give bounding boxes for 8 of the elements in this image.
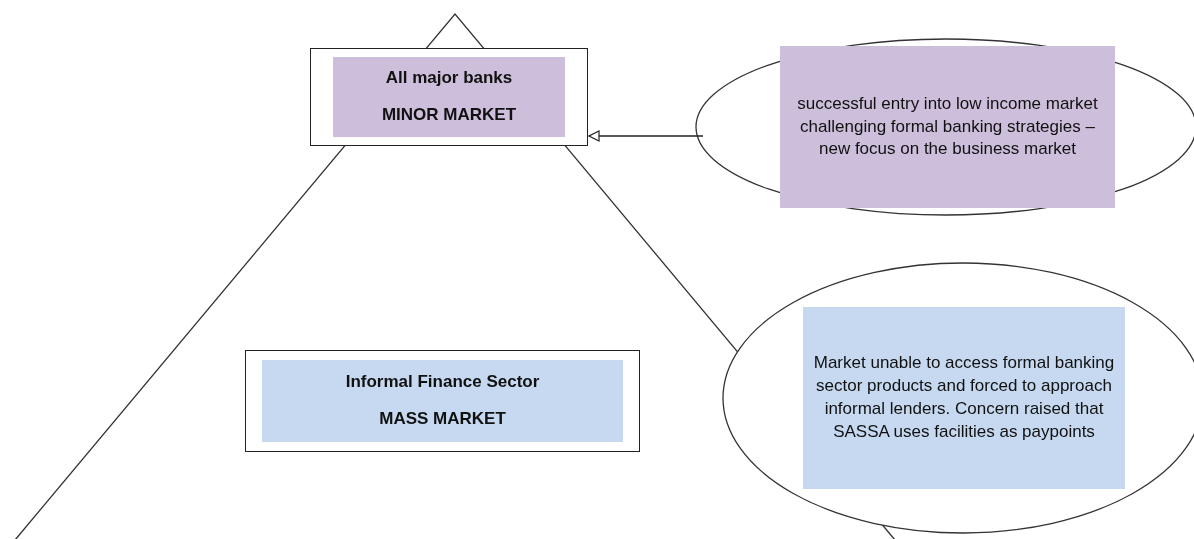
callout-text: successful entry into low income market challenging formal banking strategies – new focus on the business market bbox=[796, 92, 1099, 161]
box-label: MINOR MARKET bbox=[381, 104, 517, 126]
arrow bbox=[588, 130, 704, 142]
box-heading: All major banks bbox=[385, 67, 513, 90]
text-box bbox=[245, 350, 640, 452]
box-heading: Informal Finance Sector bbox=[345, 371, 540, 394]
box-label: MASS MARKET bbox=[379, 408, 506, 430]
callout-text: Market unable to access formal banking sector products and forced to approach informal lenders. Concern raised that SASSA uses facilities as paypoints bbox=[812, 352, 1116, 443]
